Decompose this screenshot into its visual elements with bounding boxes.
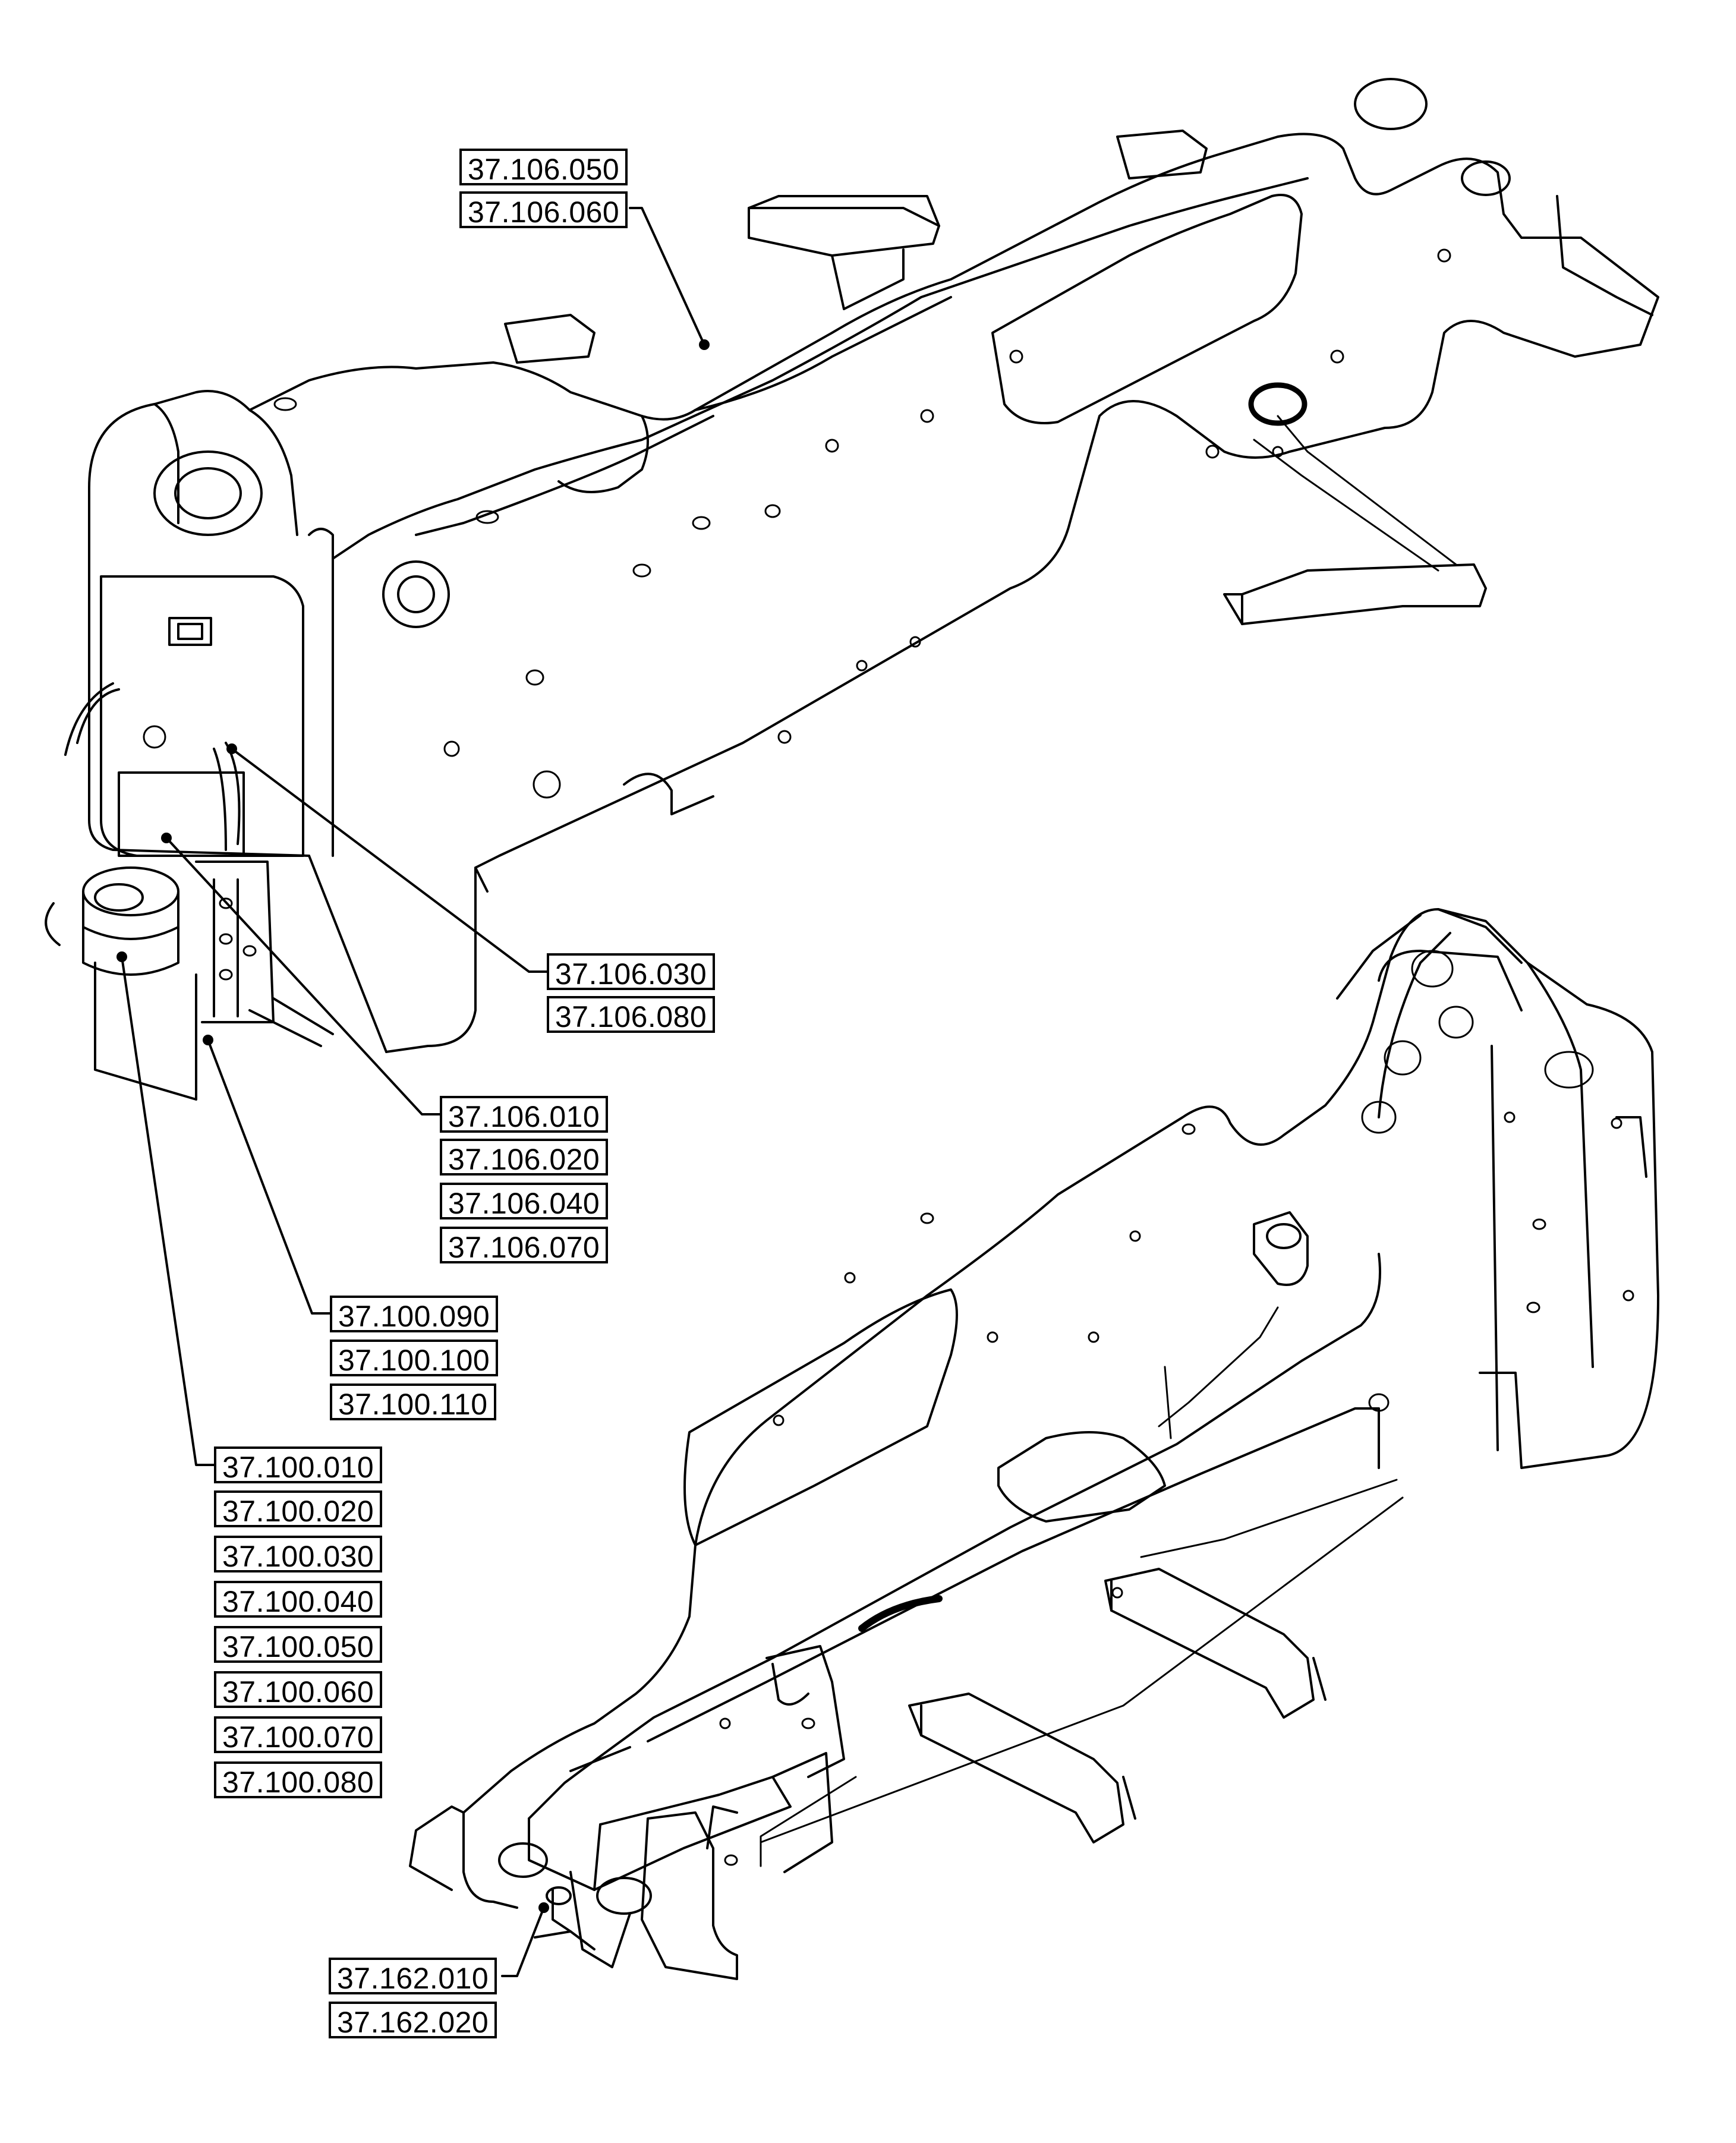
callout-label: 37.100.090 xyxy=(330,1296,499,1333)
callout-label: 37.106.030 xyxy=(547,953,716,991)
callout-label: 37.106.050 xyxy=(459,149,628,186)
callout-label: 37.100.060 xyxy=(214,1671,383,1709)
callout-label: 37.106.070 xyxy=(440,1227,609,1264)
callout-label: 37.106.080 xyxy=(547,996,716,1033)
callout-label: 37.100.030 xyxy=(214,1536,383,1573)
callout-label: 37.100.040 xyxy=(214,1581,383,1618)
upper-frame xyxy=(88,78,1659,1053)
callout-label: 37.106.060 xyxy=(459,191,628,229)
lower-frame xyxy=(409,908,1659,1980)
callout-label: 37.106.040 xyxy=(440,1183,609,1220)
callout-label: 37.106.020 xyxy=(440,1139,609,1176)
callout-label: 37.162.010 xyxy=(329,1958,497,1995)
callout-label: 37.162.020 xyxy=(329,2002,497,2039)
callout-label: 37.100.080 xyxy=(214,1761,383,1799)
callout-label: 37.106.010 xyxy=(440,1096,609,1133)
callout-label: 37.100.100 xyxy=(330,1340,499,1377)
callout-label: 37.100.050 xyxy=(214,1626,383,1663)
callout-label: 37.100.010 xyxy=(214,1446,383,1484)
leader-lines xyxy=(116,207,710,1977)
callout-label: 37.100.110 xyxy=(330,1384,496,1421)
callout-label: 37.100.020 xyxy=(214,1490,383,1528)
valve-cylinder-assembly xyxy=(45,575,334,1101)
callout-label: 37.100.070 xyxy=(214,1716,383,1754)
